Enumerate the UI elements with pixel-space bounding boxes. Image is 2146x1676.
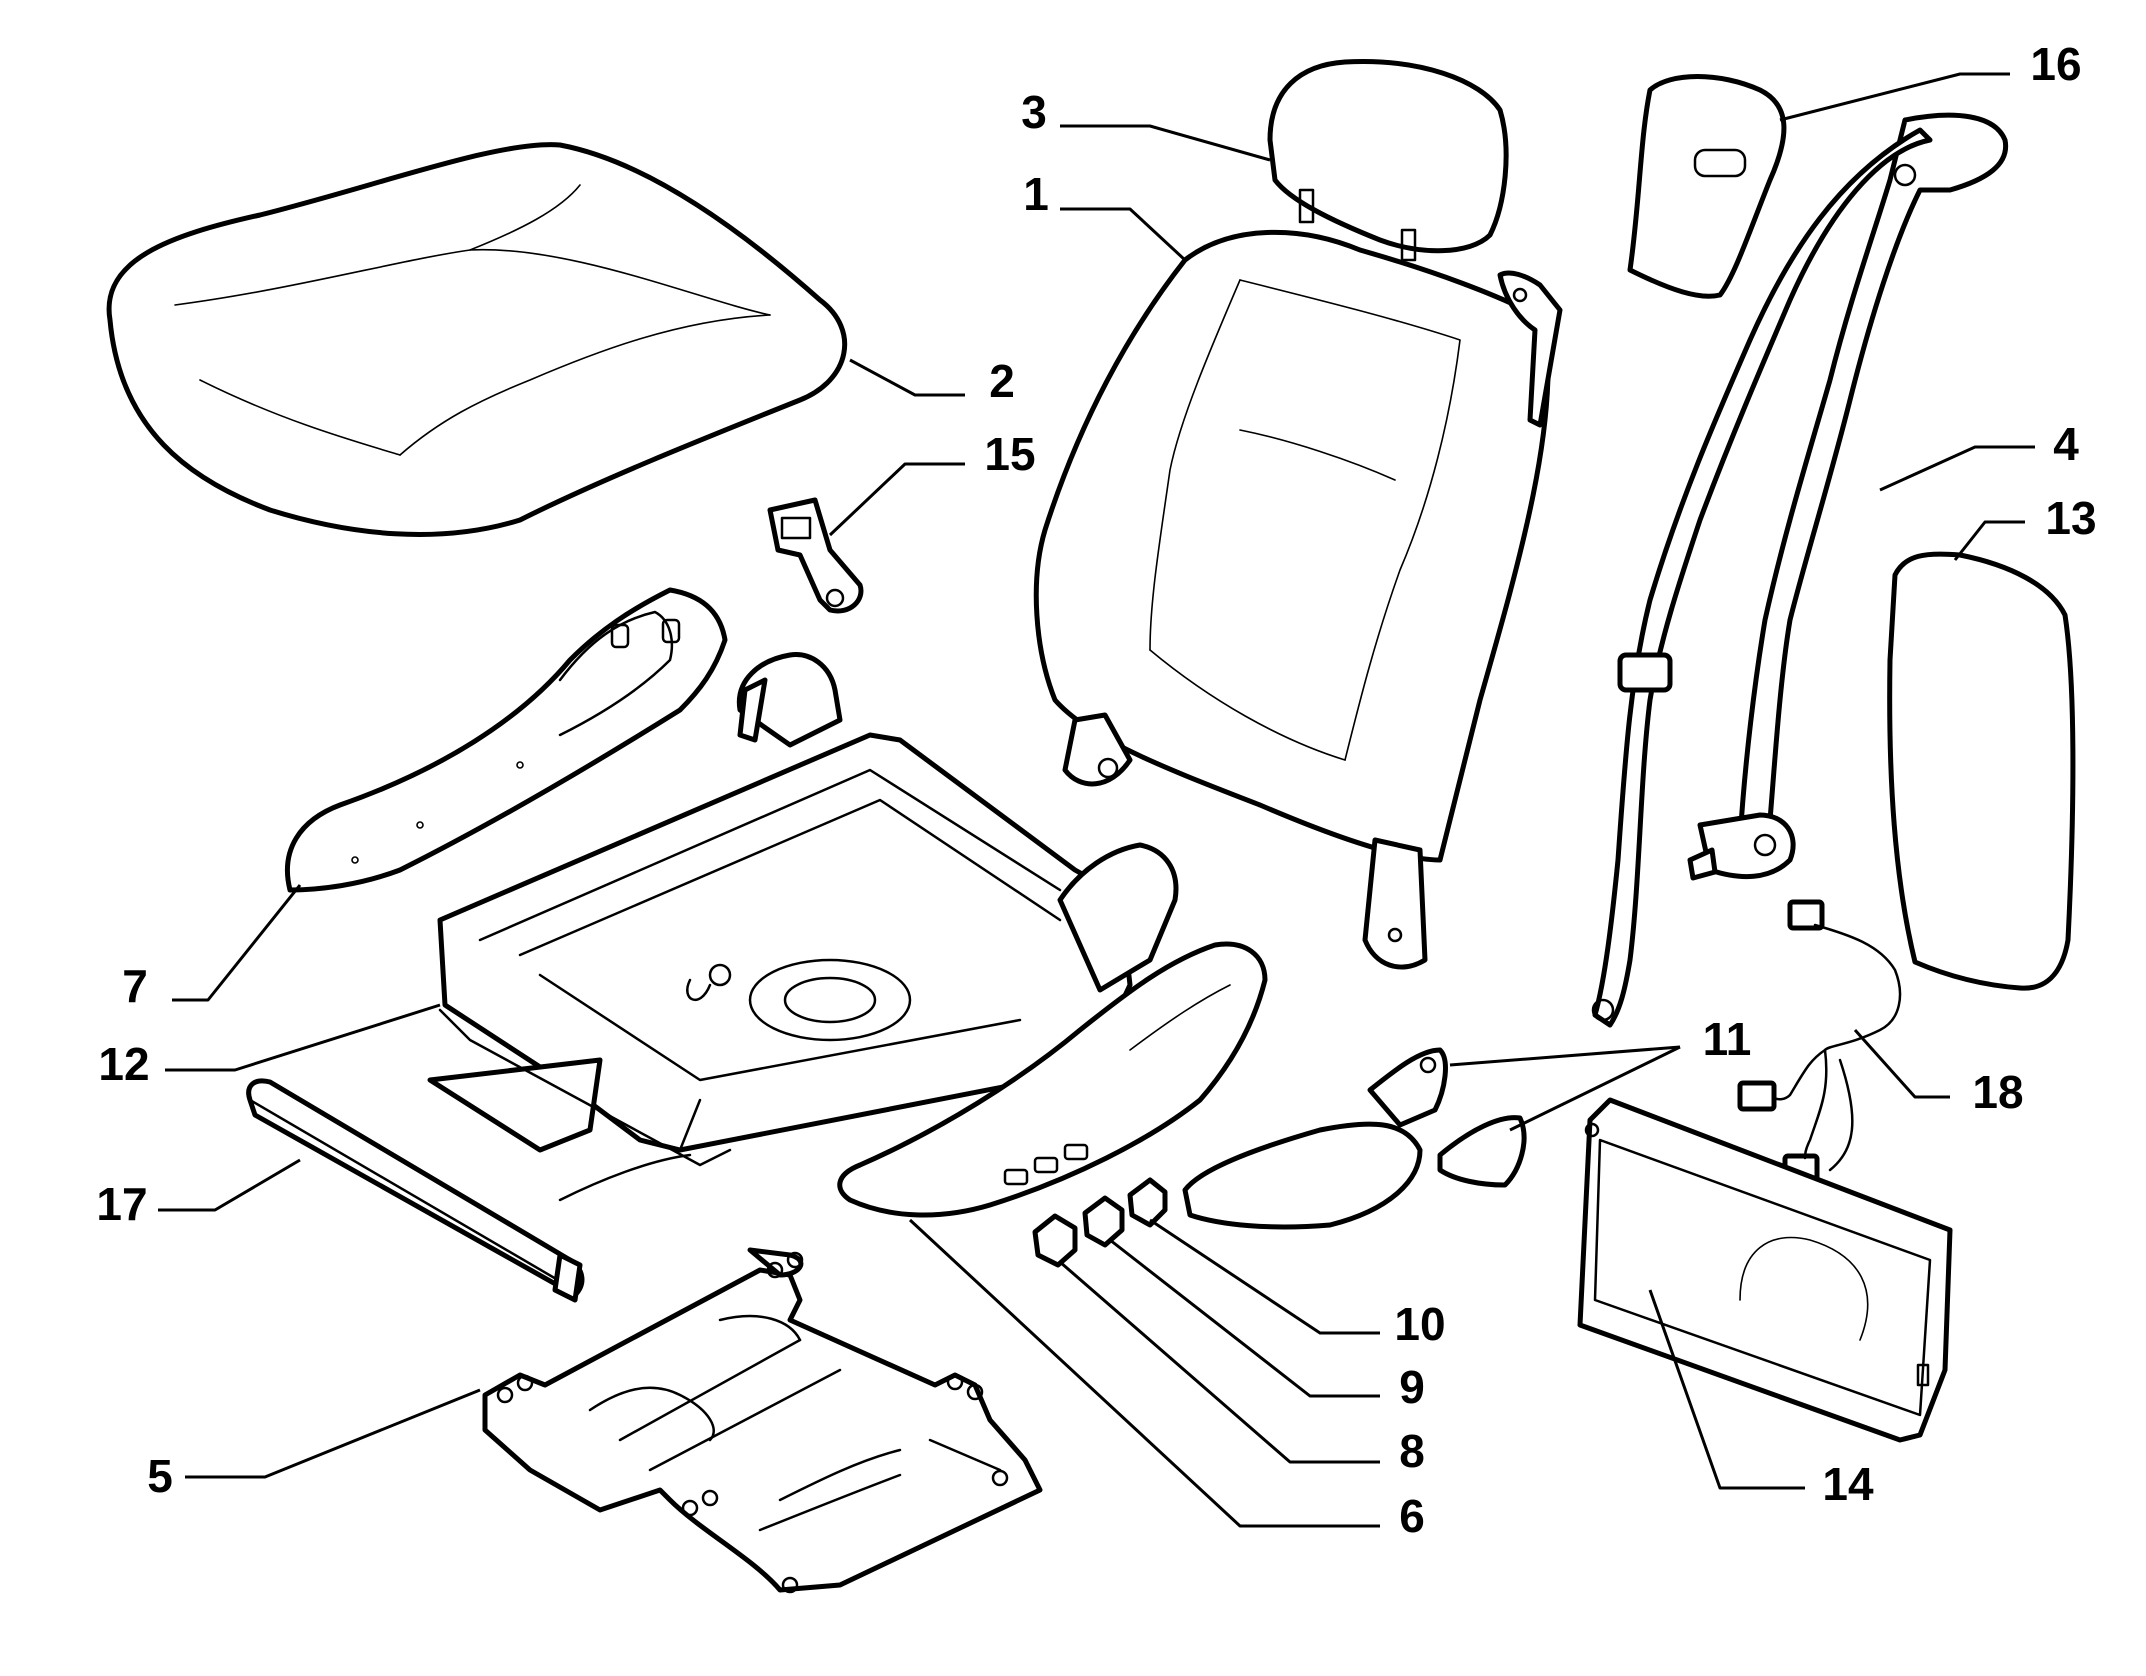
leader-line-7 — [172, 884, 302, 1002]
switch-knob-9 — [1082, 1195, 1125, 1248]
leader-line-6 — [908, 1218, 1380, 1528]
wiring-harness — [1737, 899, 1902, 1185]
seat-base-bracket — [482, 1247, 1043, 1594]
leader-line-10 — [1149, 1218, 1380, 1335]
leader-line-11a — [1449, 1045, 1681, 1067]
callout-9: 9 — [1399, 1361, 1425, 1413]
callout-16: 16 — [2030, 38, 2081, 90]
leader-line-11b — [1509, 1045, 1681, 1132]
leader-line-18 — [1853, 1028, 1950, 1099]
callout-15: 15 — [984, 428, 1035, 480]
leader-line-9 — [1109, 1238, 1380, 1398]
callout-11: 11 — [1703, 1013, 1752, 1065]
callout-10: 10 — [1394, 1298, 1445, 1350]
side-cover-small — [1437, 1115, 1527, 1188]
callout-12: 12 — [98, 1038, 149, 1090]
seat-cushion — [106, 142, 848, 537]
callout-3: 3 — [1021, 86, 1047, 138]
storage-tray — [1577, 1097, 1953, 1443]
leader-lines — [158, 72, 2035, 1528]
leader-line-5 — [185, 1388, 481, 1479]
belt-anchor-cover — [1627, 74, 1787, 299]
leader-line-2 — [849, 358, 965, 397]
callout-7: 7 — [122, 960, 148, 1012]
headrest — [1267, 59, 1509, 262]
callout-6: 6 — [1399, 1490, 1425, 1542]
callout-1: 1 — [1023, 168, 1049, 220]
leader-line-17 — [158, 1158, 301, 1212]
leader-line-14 — [1648, 1289, 1805, 1490]
leader-line-8 — [1059, 1260, 1380, 1464]
callout-4: 4 — [2053, 418, 2079, 470]
switch-knob-8 — [1032, 1213, 1078, 1268]
leader-line-12 — [165, 1003, 441, 1072]
side-cover-large — [1182, 1047, 1448, 1230]
leader-line-4 — [1879, 445, 2035, 492]
callout-labels: 1 2 3 4 5 6 7 8 9 10 11 12 13 14 15 16 1… — [96, 38, 2096, 1542]
leader-line-15 — [828, 462, 965, 537]
callout-5: 5 — [147, 1450, 173, 1502]
switch-knob-10 — [1127, 1177, 1168, 1228]
callout-17: 17 — [96, 1178, 147, 1230]
callout-14: 14 — [1822, 1458, 1874, 1510]
leader-line-13 — [1953, 520, 2025, 561]
callout-13: 13 — [2045, 492, 2096, 544]
leader-line-3 — [1060, 124, 1271, 162]
left-side-trim — [284, 587, 728, 893]
belt-buckle — [767, 497, 864, 614]
seat-backrest — [1033, 229, 1563, 970]
seat-belt — [1591, 112, 2009, 1028]
callout-2: 2 — [989, 355, 1015, 407]
callout-8: 8 — [1399, 1425, 1425, 1477]
callout-18: 18 — [1972, 1066, 2023, 1118]
side-panel — [1887, 551, 2076, 991]
front-bar — [246, 1078, 585, 1303]
leader-line-1 — [1060, 207, 1187, 262]
leader-line-16 — [1779, 72, 2010, 122]
right-side-trim — [837, 941, 1268, 1218]
